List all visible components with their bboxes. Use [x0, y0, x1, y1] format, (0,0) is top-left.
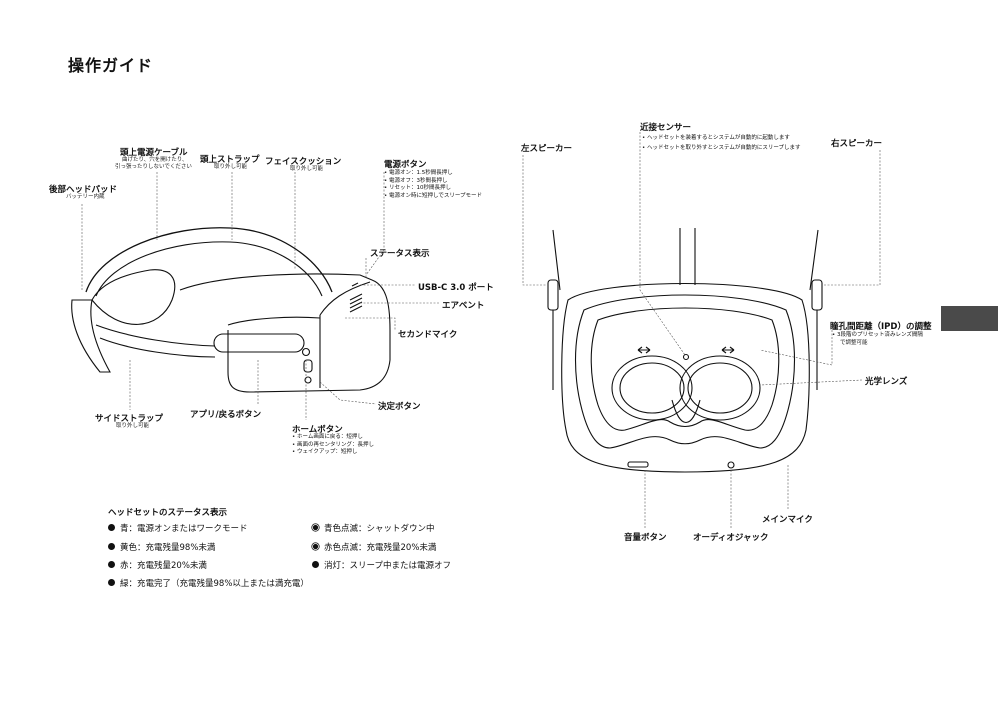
status-display-label: ステータス表示: [370, 249, 430, 259]
section-tab-marker: [941, 306, 998, 331]
status-text: 赤：充電残量20%未満: [120, 561, 207, 571]
leader-lines-right: [522, 132, 881, 528]
status-item-off: 消灯：スリープ中または電源オフ: [312, 559, 451, 571]
solid-light-icon: [108, 561, 115, 568]
app-back-button-label: アプリ/戻るボタン: [190, 410, 262, 420]
status-text: 赤色点滅：充電残量20%未満: [324, 543, 437, 553]
cable-label: 頭上電源ケーブル: [120, 148, 188, 158]
ipd-adjust-label: 瞳孔間距離（IPD）の調整: [830, 322, 932, 332]
usb-port-label: USB-C 3.0 ポート: [418, 283, 494, 293]
cable-sub-1: 曲げたり、穴を開けたり、: [122, 157, 188, 163]
face-cushion-sub: 取り外し可能: [290, 166, 324, 172]
optical-lens-label: 光学レンズ: [865, 377, 908, 387]
status-item-red: 赤：充電残量20%未満: [108, 559, 207, 571]
status-text: 黄色：充電残量98%未満: [120, 543, 216, 553]
side-strap-label: サイドストラップ: [95, 414, 164, 424]
home-detail-1: ホーム画面に戻る：短押し: [292, 434, 374, 442]
proximity-detail-2: ヘッドセットを取り外すとシステムが自動的にスリープします: [642, 143, 801, 153]
front-view-headset: [547, 228, 823, 473]
proximity-sensor-details: ヘッドセットを装着するとシステムが自動的に起動します ヘッドセットを取り外すとシ…: [642, 133, 801, 153]
solid-light-icon: [108, 543, 115, 550]
home-button-details: ホーム画面に戻る：短押し 画面の再センタリング：長押し ウェイクアップ：短押し: [292, 434, 374, 457]
ipd-adjust-details: 3段階のプリセット済みレンズ間隔: [832, 332, 923, 340]
power-detail-2: 電源オフ：3秒間長押し: [384, 178, 482, 186]
power-detail-1: 電源オン：1.5秒間長押し: [384, 170, 482, 178]
page-title: 操作ガイド: [68, 56, 154, 75]
status-text: 消灯：スリープ中または電源オフ: [324, 561, 451, 571]
rear-pad-sub: バッテリー内蔵: [66, 194, 105, 200]
right-speaker-label: 右スピーカー: [831, 139, 883, 149]
status-section-title: ヘッドセットのステータス表示: [108, 508, 228, 518]
blinking-light-icon: [312, 524, 319, 531]
main-mic-label: メインマイク: [762, 515, 813, 525]
solid-light-icon: [108, 524, 115, 531]
home-button-label: ホームボタン: [292, 425, 343, 435]
status-text: 青色点滅：シャットダウン中: [324, 524, 435, 534]
power-detail-4: 電源オン時に短押しでスリープモード: [384, 193, 482, 201]
solid-light-icon: [108, 579, 115, 586]
status-item-red-blink: 赤色点滅：充電残量20%未満: [312, 541, 436, 553]
proximity-sensor-label: 近接センサー: [640, 123, 692, 133]
audio-jack-label: オーディオジャック: [693, 533, 769, 543]
blinking-light-icon: [312, 543, 319, 550]
rear-pad-label: 後部ヘッドパッド: [49, 185, 118, 195]
left-speaker-label: 左スピーカー: [521, 144, 573, 154]
side-strap-sub: 取り外し可能: [116, 423, 150, 429]
volume-button-label: 音量ボタン: [624, 533, 667, 543]
home-detail-2: 画面の再センタリング：長押し: [292, 442, 374, 450]
face-cushion-label: フェイスクッション: [265, 157, 342, 167]
status-item-blue: 青：電源オンまたはワークモード: [108, 522, 248, 534]
confirm-button-label: 決定ボタン: [378, 402, 421, 412]
status-item-yellow: 黄色：充電残量98%未満: [108, 541, 215, 553]
ipd-detail-1: 3段階のプリセット済みレンズ間隔: [832, 332, 923, 340]
status-text: 緑：充電完了（充電残量98%以上または満充電）: [120, 579, 309, 589]
proximity-detail-1: ヘッドセットを装着するとシステムが自動的に起動します: [642, 133, 801, 143]
second-mic-label: セカンドマイク: [398, 330, 458, 340]
ipd-detail-2: で調整可能: [840, 340, 868, 346]
solid-light-icon: [312, 561, 319, 568]
top-strap-sub: 取り外し可能: [214, 164, 248, 170]
status-text: 青：電源オンまたはワークモード: [120, 524, 248, 534]
leader-lines-left: [81, 172, 440, 420]
status-item-green: 緑：充電完了（充電残量98%以上または満充電）: [108, 577, 309, 589]
power-button-details: 電源オン：1.5秒間長押し 電源オフ：3秒間長押し リセット：10秒間長押し 電…: [384, 170, 482, 200]
cable-sub-2: 引っ張ったりしないでください: [115, 164, 192, 170]
home-detail-3: ウェイクアップ：短押し: [292, 449, 374, 457]
air-vent-label: エアベント: [442, 301, 485, 311]
status-item-blue-blink: 青色点滅：シャットダウン中: [312, 522, 435, 534]
top-strap-label: 頭上ストラップ: [200, 155, 260, 165]
side-view-headset: [71, 227, 391, 393]
power-button-label: 電源ボタン: [384, 160, 427, 170]
power-detail-3: リセット：10秒間長押し: [384, 185, 482, 193]
